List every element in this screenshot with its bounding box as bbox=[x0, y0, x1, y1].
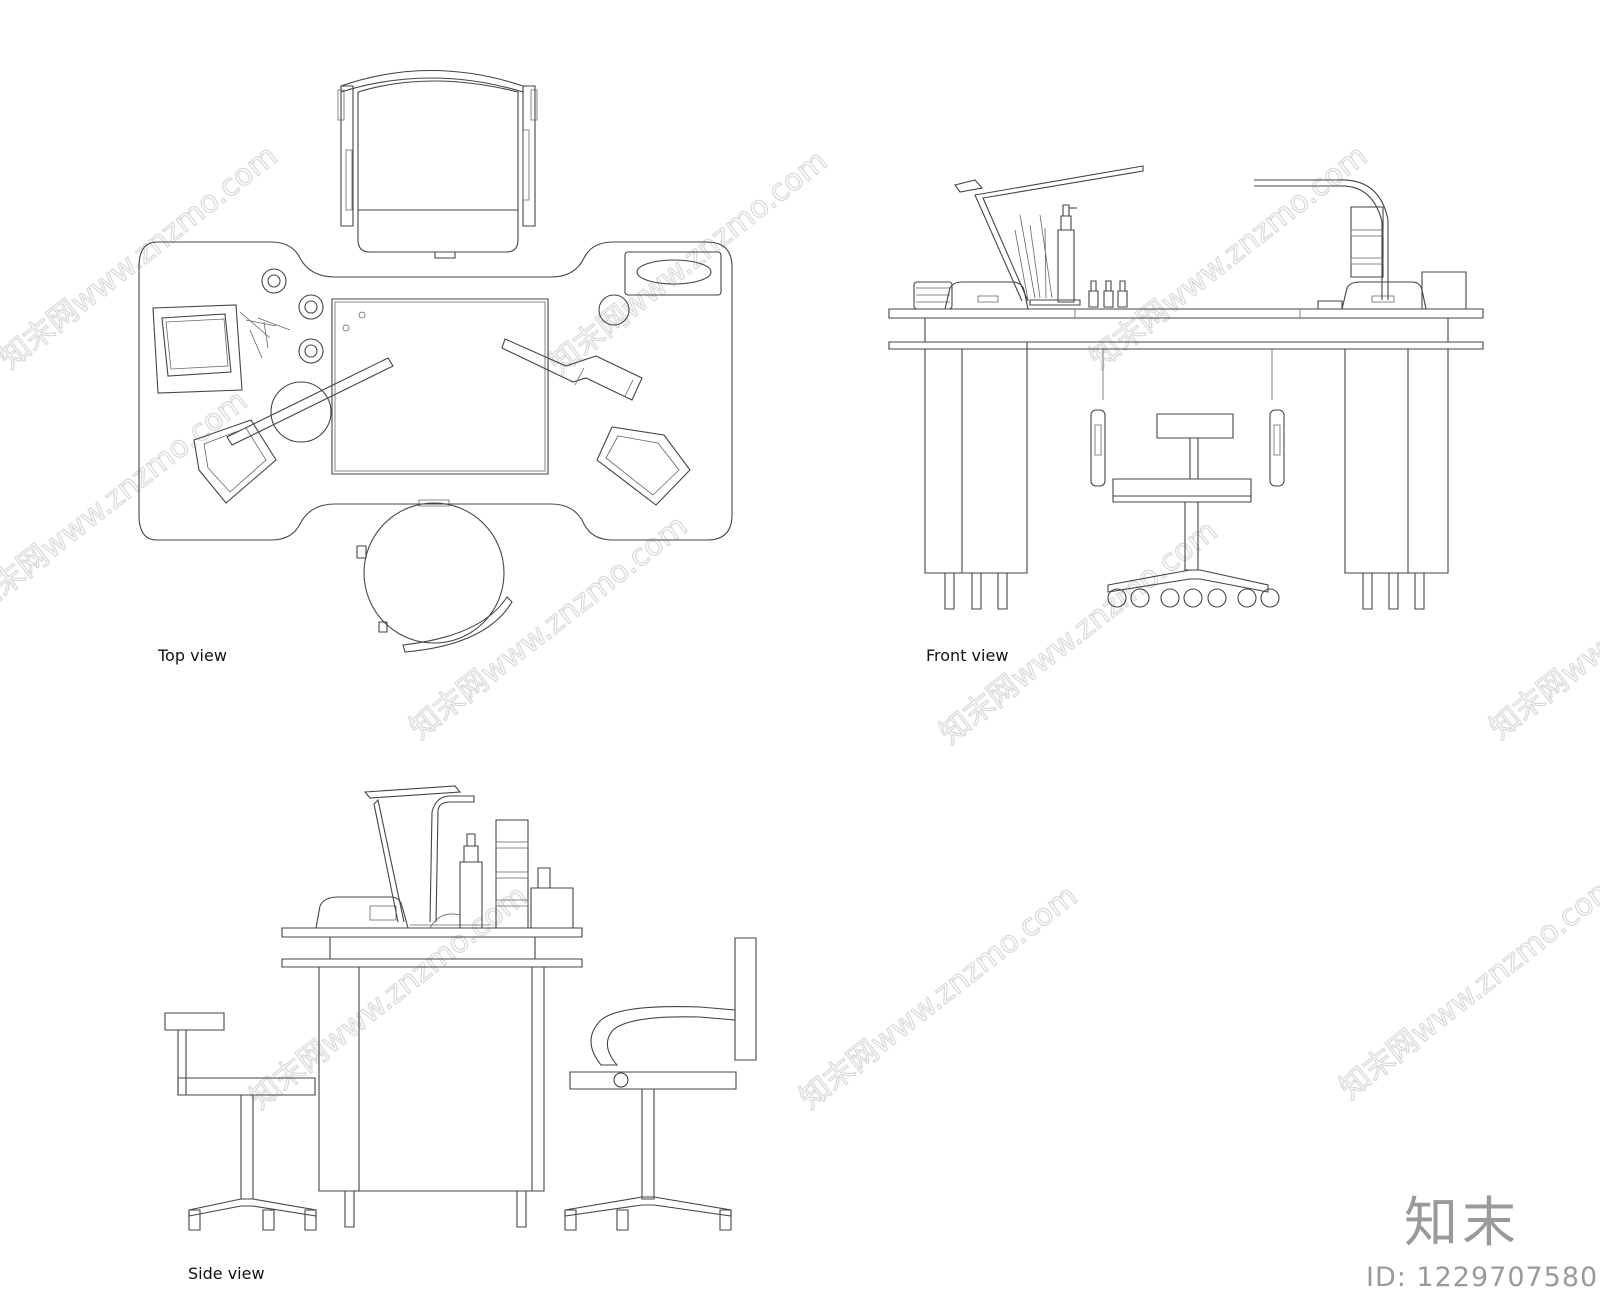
side-view-drawing bbox=[165, 786, 756, 1230]
watermark-text: 知末网www.znzmo.com bbox=[0, 383, 254, 621]
watermark-text: 知末网www.znzmo.com bbox=[933, 513, 1224, 751]
side-view-caption: Side view bbox=[188, 1264, 265, 1283]
front-chair bbox=[1091, 410, 1284, 607]
watermark-text: 知末网www.znzmo.com bbox=[403, 508, 694, 746]
watermark-text: 知末网www.znzmo.com bbox=[243, 878, 534, 1116]
brand-watermark: 知末 bbox=[1404, 1191, 1520, 1254]
watermark-layer: 知末网www.znzmo.com 知末网www.znzmo.com 知末网www… bbox=[0, 138, 1600, 1117]
watermark-text: 知末网www.znzmo.com bbox=[0, 138, 284, 376]
top-view-drawing bbox=[139, 71, 732, 653]
top-desk-outline bbox=[139, 242, 732, 540]
watermark-text: 知末网www.znzmo.com bbox=[793, 878, 1084, 1116]
top-view-caption: Top view bbox=[158, 646, 227, 665]
watermark-text: 知末网www.znzmo.com bbox=[543, 143, 834, 381]
side-chair-right bbox=[565, 938, 756, 1230]
watermark-text: 知末网www.znzmo.com bbox=[1333, 868, 1600, 1106]
image-id-label: ID: 1229707580 bbox=[1366, 1262, 1599, 1293]
front-view-caption: Front view bbox=[926, 646, 1009, 665]
top-stool bbox=[357, 500, 512, 652]
side-chair-left bbox=[165, 1013, 316, 1230]
watermark-text: 知末网www.znzmo.com bbox=[1483, 508, 1600, 746]
top-chair-back bbox=[338, 71, 537, 259]
front-view-drawing bbox=[889, 166, 1483, 609]
